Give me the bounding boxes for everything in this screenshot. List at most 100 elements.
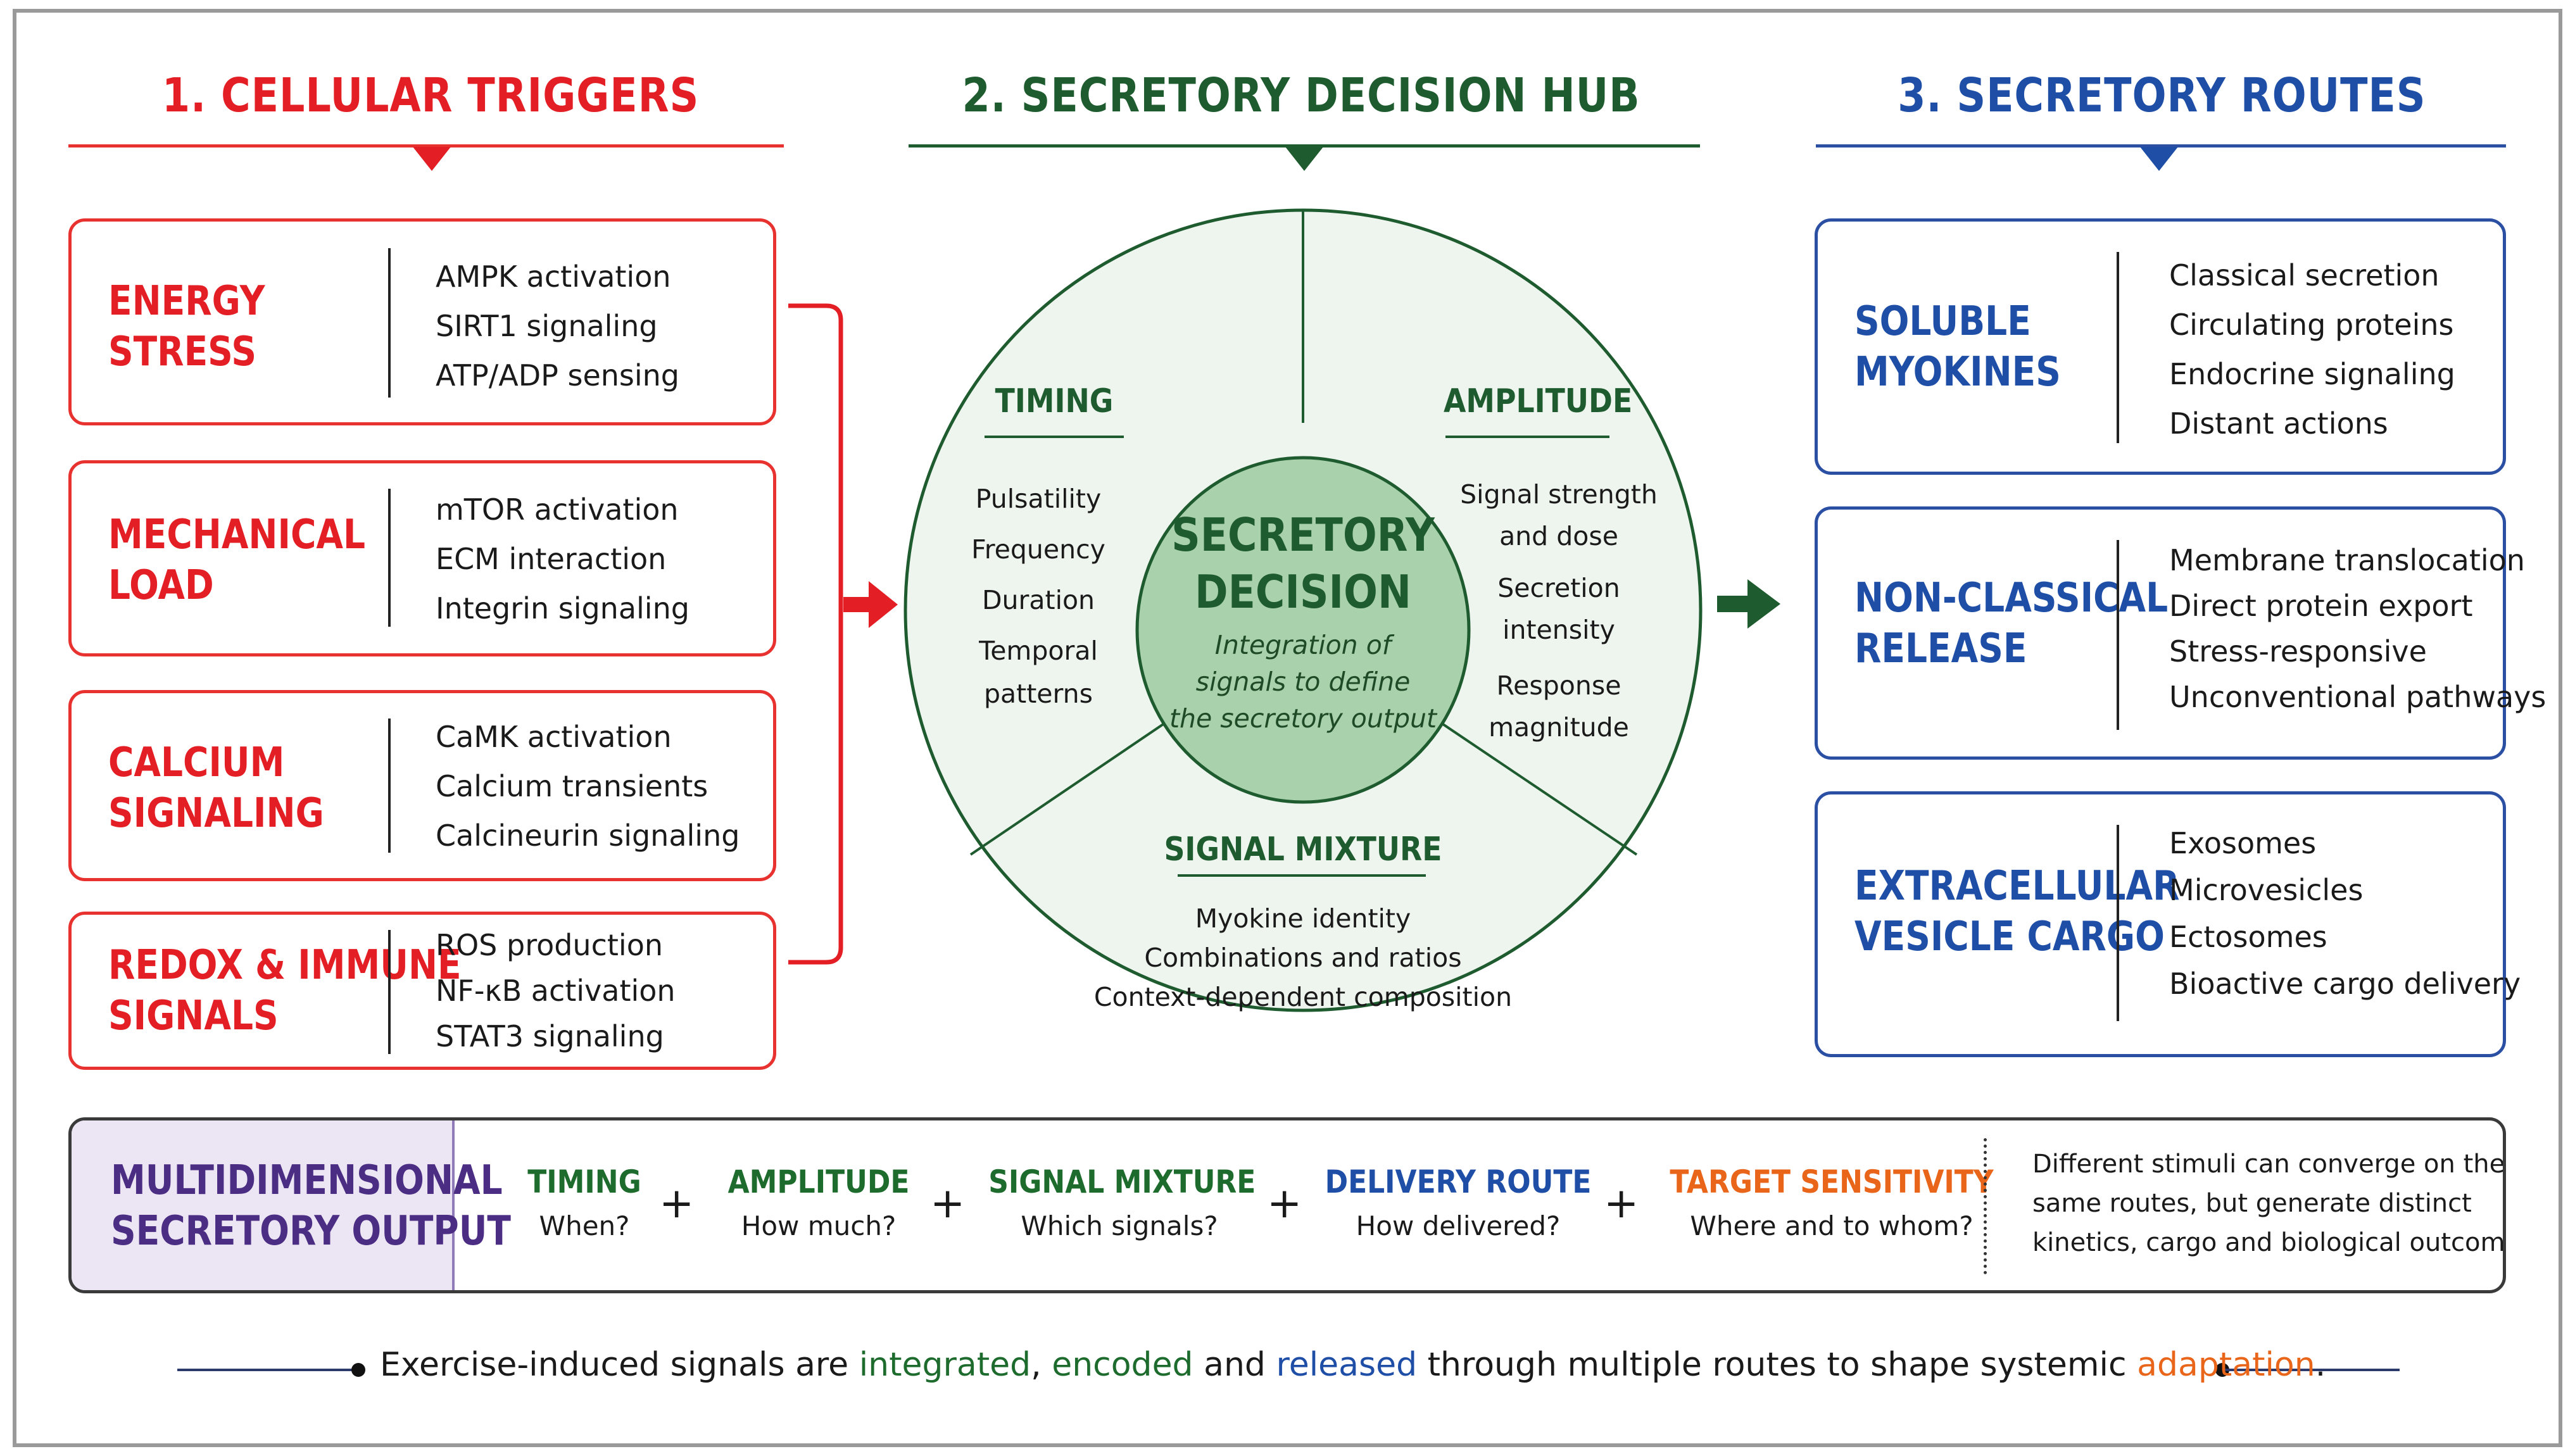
output-title-line: SECRETORY OUTPUT xyxy=(111,1208,511,1255)
card-divider xyxy=(2117,252,2119,443)
output-title-line: MULTIDIMENSIONAL xyxy=(111,1157,503,1204)
hub-diagram xyxy=(788,208,1780,1012)
route-title-line: RELEASE xyxy=(1854,625,2027,672)
hub-header-arrow xyxy=(1285,147,1323,171)
output-title: MULTIDIMENSIONAL SECRETORY OUTPUT xyxy=(111,1155,511,1257)
output-dim-sub: Which signals? xyxy=(1021,1210,1218,1241)
hub-amplitude-item: Signal strength xyxy=(1460,479,1658,510)
hub-mixture-list: Myokine identity Combinations and ratios… xyxy=(1081,899,1525,1017)
trigger-title-line: STRESS xyxy=(108,329,256,375)
hub-core-circle xyxy=(1135,456,1471,804)
hub-header-line xyxy=(909,144,1700,147)
trigger-title-line: ENERGY xyxy=(108,278,265,325)
route-item: Membrane translocation xyxy=(2169,543,2525,577)
trigger-title-line: SIGNALING xyxy=(108,790,324,837)
trigger-item: ATP/ADP sensing xyxy=(436,358,680,392)
footer-caption: Exercise-induced signals are integrated,… xyxy=(380,1346,2326,1384)
output-dim-sub: When? xyxy=(539,1210,630,1241)
triggers-header-arrow xyxy=(413,147,451,171)
output-title-panel xyxy=(72,1120,455,1290)
output-dim-timing: TIMING When? xyxy=(502,1164,667,1241)
hub-timing-item: patterns xyxy=(983,679,1093,709)
hub-core-subtitle-line: Integration of xyxy=(1214,630,1392,660)
hub-timing-item: Duration xyxy=(981,585,1095,615)
footer-text: and xyxy=(1193,1346,1276,1384)
trigger-item: Calcium transients xyxy=(436,769,708,803)
route-arrow-shaft xyxy=(1717,596,1749,612)
hub-amplitude-item: and dose xyxy=(1499,521,1618,551)
hub-timing-item: Frequency xyxy=(971,534,1105,565)
hub-amplitude-item: magnitude xyxy=(1489,712,1629,743)
route-item: Classical secretion xyxy=(2169,258,2440,292)
footer-dot-right xyxy=(2215,1363,2229,1377)
output-note-divider xyxy=(1984,1138,1987,1274)
trigger-item: ECM interaction xyxy=(436,542,667,576)
route-arrow-head xyxy=(1747,579,1780,629)
card-divider xyxy=(388,248,391,398)
hub-timing-title: TIMING xyxy=(995,382,1114,420)
triggers-header-line xyxy=(68,144,784,147)
trigger-title-line: LOAD xyxy=(108,562,214,609)
output-dim-title: SIGNAL MIXTURE xyxy=(988,1164,1256,1200)
hub-mixture-title: SIGNAL MIXTURE xyxy=(1164,831,1442,869)
output-dim-sub: How much? xyxy=(741,1210,897,1241)
hub-timing-list: Pulsatility Frequency Duration Temporal … xyxy=(943,474,1133,719)
hub-amplitude-item: Secretion xyxy=(1497,573,1620,603)
hub-amplitude-list: Signal strength and dose Secretion inten… xyxy=(1457,474,1660,748)
trigger-item: NF-κB activation xyxy=(436,974,676,1008)
trigger-title-line: REDOX & IMMUNE xyxy=(108,942,462,989)
hub-core-subtitle-line: signals to define xyxy=(1195,667,1411,697)
card-divider xyxy=(388,930,391,1054)
output-note-line: Different stimuli can converge on the xyxy=(2032,1150,2505,1179)
footer-text: through multiple routes to shape systemi… xyxy=(1417,1346,2137,1384)
hub-timing-item: Pulsatility xyxy=(975,484,1102,514)
hub-divider-right xyxy=(1414,705,1638,856)
output-dim-title: AMPLITUDE xyxy=(727,1164,910,1200)
route-title-line: VESICLE CARGO xyxy=(1854,913,2165,960)
trigger-item: CaMK activation xyxy=(436,720,672,754)
hub-mixture-item: Myokine identity xyxy=(1195,903,1411,934)
route-item: Bioactive cargo delivery xyxy=(2169,967,2521,1001)
footer-keyword-released: released xyxy=(1276,1346,1418,1384)
output-dim-sub: How delivered? xyxy=(1356,1210,1561,1241)
routes-header-arrow xyxy=(2140,147,2178,171)
card-divider xyxy=(2117,540,2119,730)
route-title-line: EXTRACELLULAR xyxy=(1854,863,2180,910)
hub-amplitude-title: AMPLITUDE xyxy=(1444,382,1633,420)
output-dim-title: TARGET SENSITIVITY xyxy=(1670,1164,1994,1200)
route-item: Ectosomes xyxy=(2169,920,2327,954)
footer-text: . xyxy=(2315,1346,2326,1384)
plus-sign: + xyxy=(1604,1179,1639,1227)
output-dim-target-sensitivity: TARGET SENSITIVITY Where and to whom? xyxy=(1645,1164,2018,1241)
output-dim-delivery-route: DELIVERY ROUTE How delivered? xyxy=(1306,1164,1610,1241)
footer-keyword-integrated: integrated xyxy=(859,1346,1031,1384)
routes-header-line xyxy=(1816,144,2506,147)
trigger-title-line: CALCIUM xyxy=(108,739,285,786)
trigger-item: SIRT1 signaling xyxy=(436,309,658,343)
footer-rules xyxy=(177,1363,2400,1377)
output-note-line: kinetics, cargo and biological outcomes. xyxy=(2032,1228,2506,1257)
plus-sign: + xyxy=(930,1179,966,1227)
output-dim-title: TIMING xyxy=(527,1164,641,1200)
hub-amplitude-item: intensity xyxy=(1502,615,1615,645)
route-item: Unconventional pathways xyxy=(2169,680,2547,714)
trigger-item: AMPK activation xyxy=(436,260,671,294)
route-title-line: MYOKINES xyxy=(1854,349,2061,396)
route-item: Microvesicles xyxy=(2169,873,2364,907)
trigger-bracket-connector xyxy=(788,303,843,965)
card-divider xyxy=(2117,825,2119,1021)
route-item: Direct protein export xyxy=(2169,589,2473,623)
hub-header: 2. SECRETORY DECISION HUB xyxy=(962,68,1640,123)
trigger-item: mTOR activation xyxy=(436,493,679,527)
route-item: Distant actions xyxy=(2169,406,2388,441)
footer-text: Exercise-induced signals are xyxy=(380,1346,859,1384)
footer-keyword-encoded: encoded xyxy=(1052,1346,1193,1384)
trigger-item: Calcineurin signaling xyxy=(436,819,740,853)
route-item: Circulating proteins xyxy=(2169,308,2454,342)
card-divider xyxy=(388,719,391,853)
output-dim-signal-mixture: SIGNAL MIXTURE Which signals? xyxy=(971,1164,1268,1241)
